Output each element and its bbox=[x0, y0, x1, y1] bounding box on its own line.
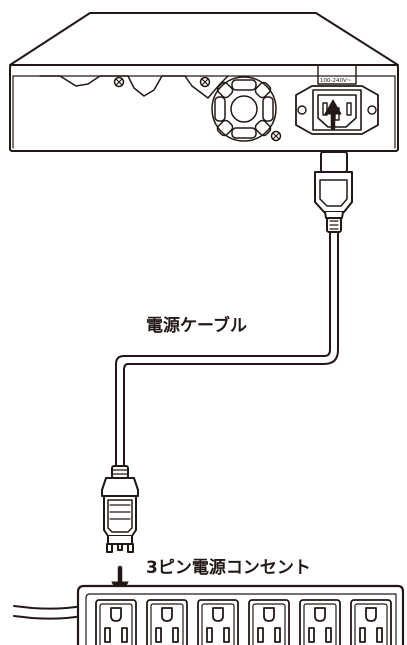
screw-icon bbox=[199, 76, 211, 88]
c13-connector bbox=[314, 151, 353, 233]
three-pin-plug bbox=[101, 465, 139, 553]
outlet-icon bbox=[350, 599, 392, 645]
outlet-row bbox=[95, 599, 392, 645]
outlet-icon bbox=[95, 599, 137, 645]
power-cable-label: 電源ケーブル bbox=[146, 316, 247, 336]
fan-icon bbox=[211, 76, 277, 142]
outlet-icon bbox=[299, 599, 341, 645]
screw-icon bbox=[113, 76, 125, 88]
power-strip-label: 3ピン電源コンセント bbox=[146, 558, 311, 578]
power-cable bbox=[115, 231, 339, 467]
arrow-icon bbox=[324, 99, 342, 131]
outlet-icon bbox=[197, 599, 239, 645]
screw-icon bbox=[270, 130, 282, 142]
outlet-icon bbox=[146, 599, 188, 645]
voltage-marking: 100-240V~ bbox=[320, 78, 352, 84]
device-rear-panel bbox=[9, 12, 399, 152]
power-strip bbox=[13, 584, 405, 645]
outlet-icon bbox=[248, 599, 290, 645]
